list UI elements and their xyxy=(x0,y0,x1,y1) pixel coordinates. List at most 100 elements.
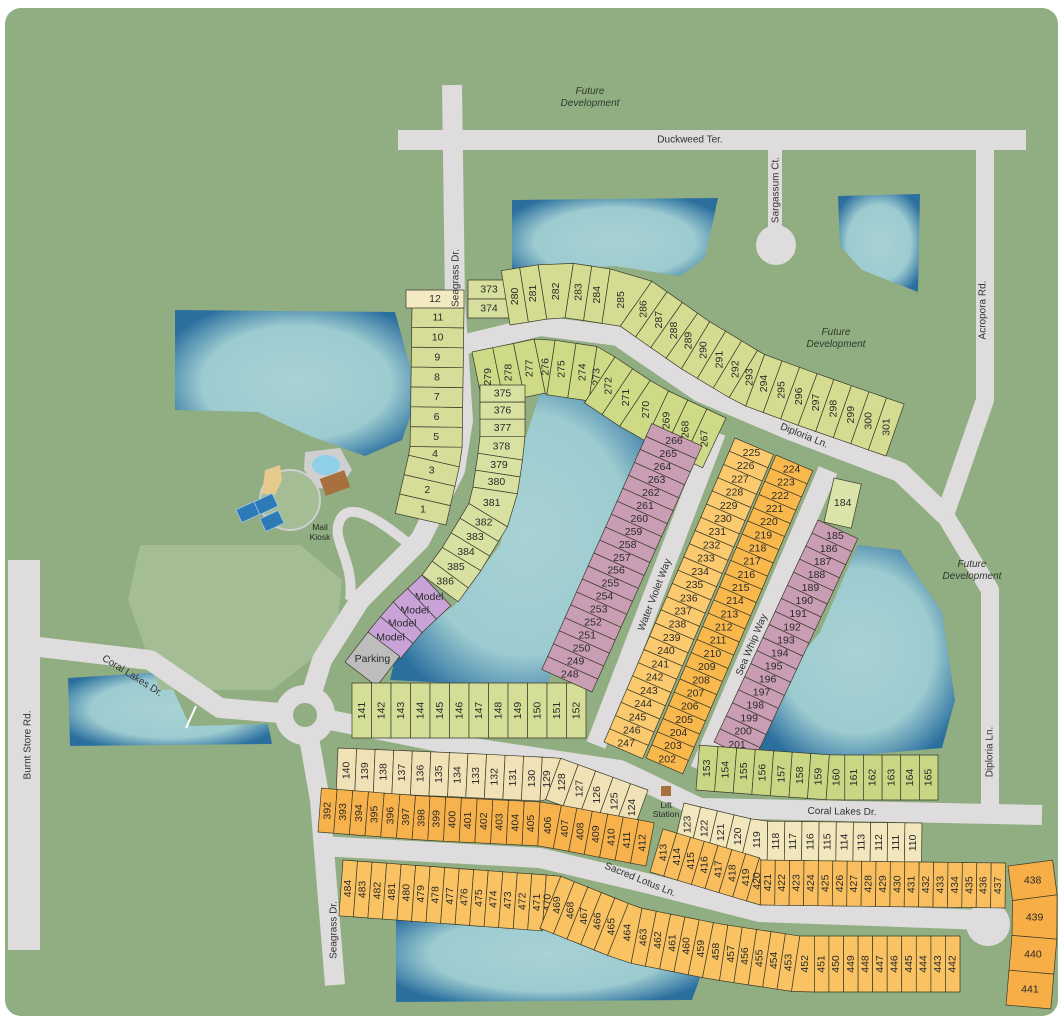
lot-number: Model xyxy=(388,618,417,630)
lot-parcel[interactable] xyxy=(541,656,599,693)
lot-number: 412 xyxy=(636,834,648,852)
lot-number: 118 xyxy=(770,833,782,850)
lot-number: 233 xyxy=(697,553,715,565)
lot-number: 213 xyxy=(721,608,739,620)
street-label-sargassum-ct: Sargassum Ct. xyxy=(771,157,782,223)
lot-number: 462 xyxy=(652,931,664,949)
lot-number: 188 xyxy=(808,569,826,581)
lot-row: 184 xyxy=(823,477,862,529)
lot-number: 159 xyxy=(812,768,824,786)
pool xyxy=(312,455,340,475)
lot-number: 210 xyxy=(704,648,722,660)
lot-number: 163 xyxy=(885,769,897,787)
lot-number: 137 xyxy=(396,764,408,782)
lot-number: 457 xyxy=(725,945,737,963)
lot-number: 165 xyxy=(923,769,935,787)
road-sea-whip-way xyxy=(690,466,838,774)
lot-number: Model xyxy=(376,632,405,644)
lot-number: 243 xyxy=(640,685,658,697)
lot-row: Parking xyxy=(344,631,401,687)
lot-number: 6 xyxy=(434,411,440,423)
lot-number: 149 xyxy=(512,702,524,720)
lot-number: 460 xyxy=(681,937,693,955)
lot-number: 385 xyxy=(447,561,465,573)
lot-number: 228 xyxy=(726,487,744,499)
lot-number: 398 xyxy=(415,809,427,827)
lot-number: 276 xyxy=(539,358,551,376)
lot-number: 426 xyxy=(834,875,846,893)
lot-number: 133 xyxy=(470,767,482,785)
lot-number: 423 xyxy=(791,874,803,892)
lot-parcel[interactable] xyxy=(645,744,689,775)
lot-number: 450 xyxy=(830,955,842,973)
lot-number: 415 xyxy=(685,852,697,870)
lot-parcel[interactable] xyxy=(945,935,961,993)
lot-number: 152 xyxy=(570,702,582,720)
lot-number: 274 xyxy=(576,363,588,381)
lot-number: 458 xyxy=(710,943,722,961)
lot-parcel[interactable] xyxy=(405,289,465,309)
lake-east xyxy=(758,545,955,756)
lot-parcel[interactable] xyxy=(990,862,1006,909)
lot-number: 198 xyxy=(747,700,765,712)
lot-parcel[interactable] xyxy=(1005,969,1055,1010)
lot-number: 393 xyxy=(337,803,349,821)
lot-number: 250 xyxy=(573,642,591,654)
lot-number: 129 xyxy=(541,770,553,788)
lot-number: 436 xyxy=(978,876,990,894)
lot-number: 417 xyxy=(713,860,725,878)
lot-number: 254 xyxy=(596,591,614,603)
lot-parcel[interactable] xyxy=(823,477,862,529)
lot-parcel[interactable] xyxy=(919,754,939,801)
lot-number: 279 xyxy=(482,368,494,386)
lot-parcel[interactable] xyxy=(867,397,905,457)
lot-number: 454 xyxy=(768,951,780,969)
lot-number: 12 xyxy=(429,293,441,305)
lot-number: 383 xyxy=(466,531,484,543)
road-sacred-lotus-ln xyxy=(319,836,986,930)
lot-number: 187 xyxy=(814,556,832,568)
lot-number: 145 xyxy=(434,702,446,720)
lot-number: 208 xyxy=(692,674,710,686)
lot-number: 8 xyxy=(434,371,440,383)
lot-number: 437 xyxy=(992,876,1004,894)
lot-number: 401 xyxy=(462,811,474,829)
lot-number: 199 xyxy=(740,713,758,725)
lot-number: 396 xyxy=(384,807,396,825)
lot-number: 269 xyxy=(660,411,672,429)
lot-number: 194 xyxy=(771,647,789,659)
lot-number: 160 xyxy=(830,768,842,786)
lot-number: 225 xyxy=(743,447,761,459)
lot-number: 127 xyxy=(573,780,585,798)
lot-number: 291 xyxy=(714,351,726,369)
lot-parcel[interactable] xyxy=(630,819,655,867)
lot-number: 283 xyxy=(572,283,584,301)
lot-number: 119 xyxy=(751,831,763,848)
lot-row: 1851861871881891901911921931941951961971… xyxy=(713,519,859,762)
lot-number: 425 xyxy=(819,874,831,892)
lot-number: 406 xyxy=(542,816,554,834)
lot-parcel[interactable] xyxy=(603,728,649,760)
lot-parcel[interactable] xyxy=(367,616,414,659)
lot-number: 253 xyxy=(590,604,608,616)
lot-number: 138 xyxy=(378,763,390,781)
lot-parcel[interactable] xyxy=(421,560,469,603)
lot-number: 132 xyxy=(489,768,501,786)
lot-number: 386 xyxy=(436,576,454,588)
lot-number: 113 xyxy=(856,834,868,851)
lot-number: 123 xyxy=(682,815,694,833)
tennis-courts xyxy=(235,492,285,533)
lot-number: 260 xyxy=(631,513,649,525)
lot-number: 477 xyxy=(444,887,456,905)
lot-number: 469 xyxy=(551,896,563,914)
lot-number: 424 xyxy=(805,874,817,892)
lot-number: 397 xyxy=(400,808,412,826)
lot-number: 196 xyxy=(759,674,777,686)
road-acropora-rd xyxy=(936,150,994,518)
lot-number: 465 xyxy=(605,918,617,936)
